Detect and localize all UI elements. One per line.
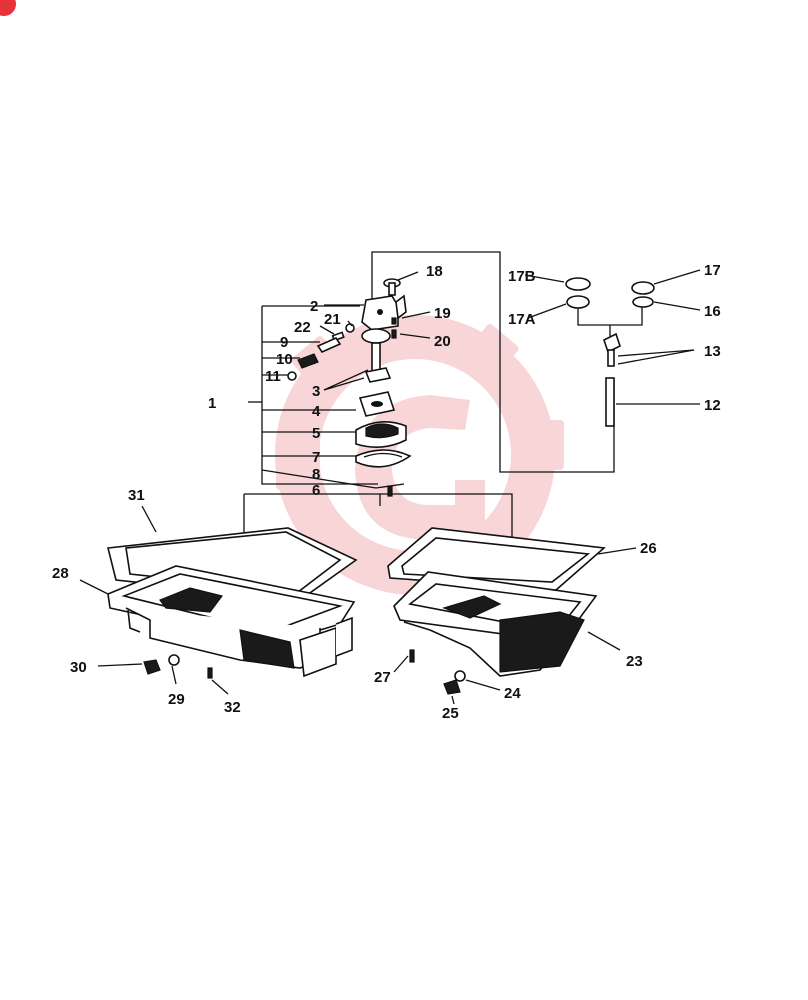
oil-pump-assembly [287,278,412,497]
callout-28: 28 [52,565,69,582]
callout-23: 23 [626,653,643,670]
dipstick-assembly [565,277,655,427]
callout-9: 9 [280,334,288,351]
callout-3: 3 [312,383,320,400]
right-oil-pan [393,571,598,695]
callout-17b: 17B [508,268,536,285]
callout-32: 32 [224,699,241,716]
callout-25: 25 [442,705,459,722]
callout-22: 22 [294,319,311,336]
callout-4: 4 [312,403,321,420]
callout-7: 7 [312,449,320,466]
callout-18: 18 [426,263,443,280]
callout-11: 11 [265,368,281,385]
callout-arrows [79,269,701,705]
callout-24: 24 [504,685,521,702]
callout-17a: 17A [508,311,536,328]
callout-31: 31 [128,487,145,504]
callout-1: 1 [208,395,216,412]
callout-6: 6 [312,482,320,499]
callout-26: 26 [640,540,657,557]
callout-5: 5 [312,425,320,442]
callout-29: 29 [168,691,185,708]
callout-30: 30 [70,659,87,676]
corner-badge-icon [0,0,16,16]
callout-13: 13 [704,343,721,360]
callout-2: 2 [310,298,318,315]
callout-27: 27 [374,669,391,686]
left-oil-pan [107,565,356,679]
callout-17: 17 [704,262,721,279]
callout-12: 12 [704,397,721,414]
callout-21: 21 [324,311,341,328]
callout-8: 8 [312,466,320,483]
callout-20: 20 [434,333,451,350]
callout-16: 16 [704,303,721,320]
callout-10: 10 [276,351,293,368]
callout-labels: 1 2 3 4 5 6 7 8 9 10 11 12 13 16 17 17A … [52,262,721,722]
callout-19: 19 [434,305,451,322]
